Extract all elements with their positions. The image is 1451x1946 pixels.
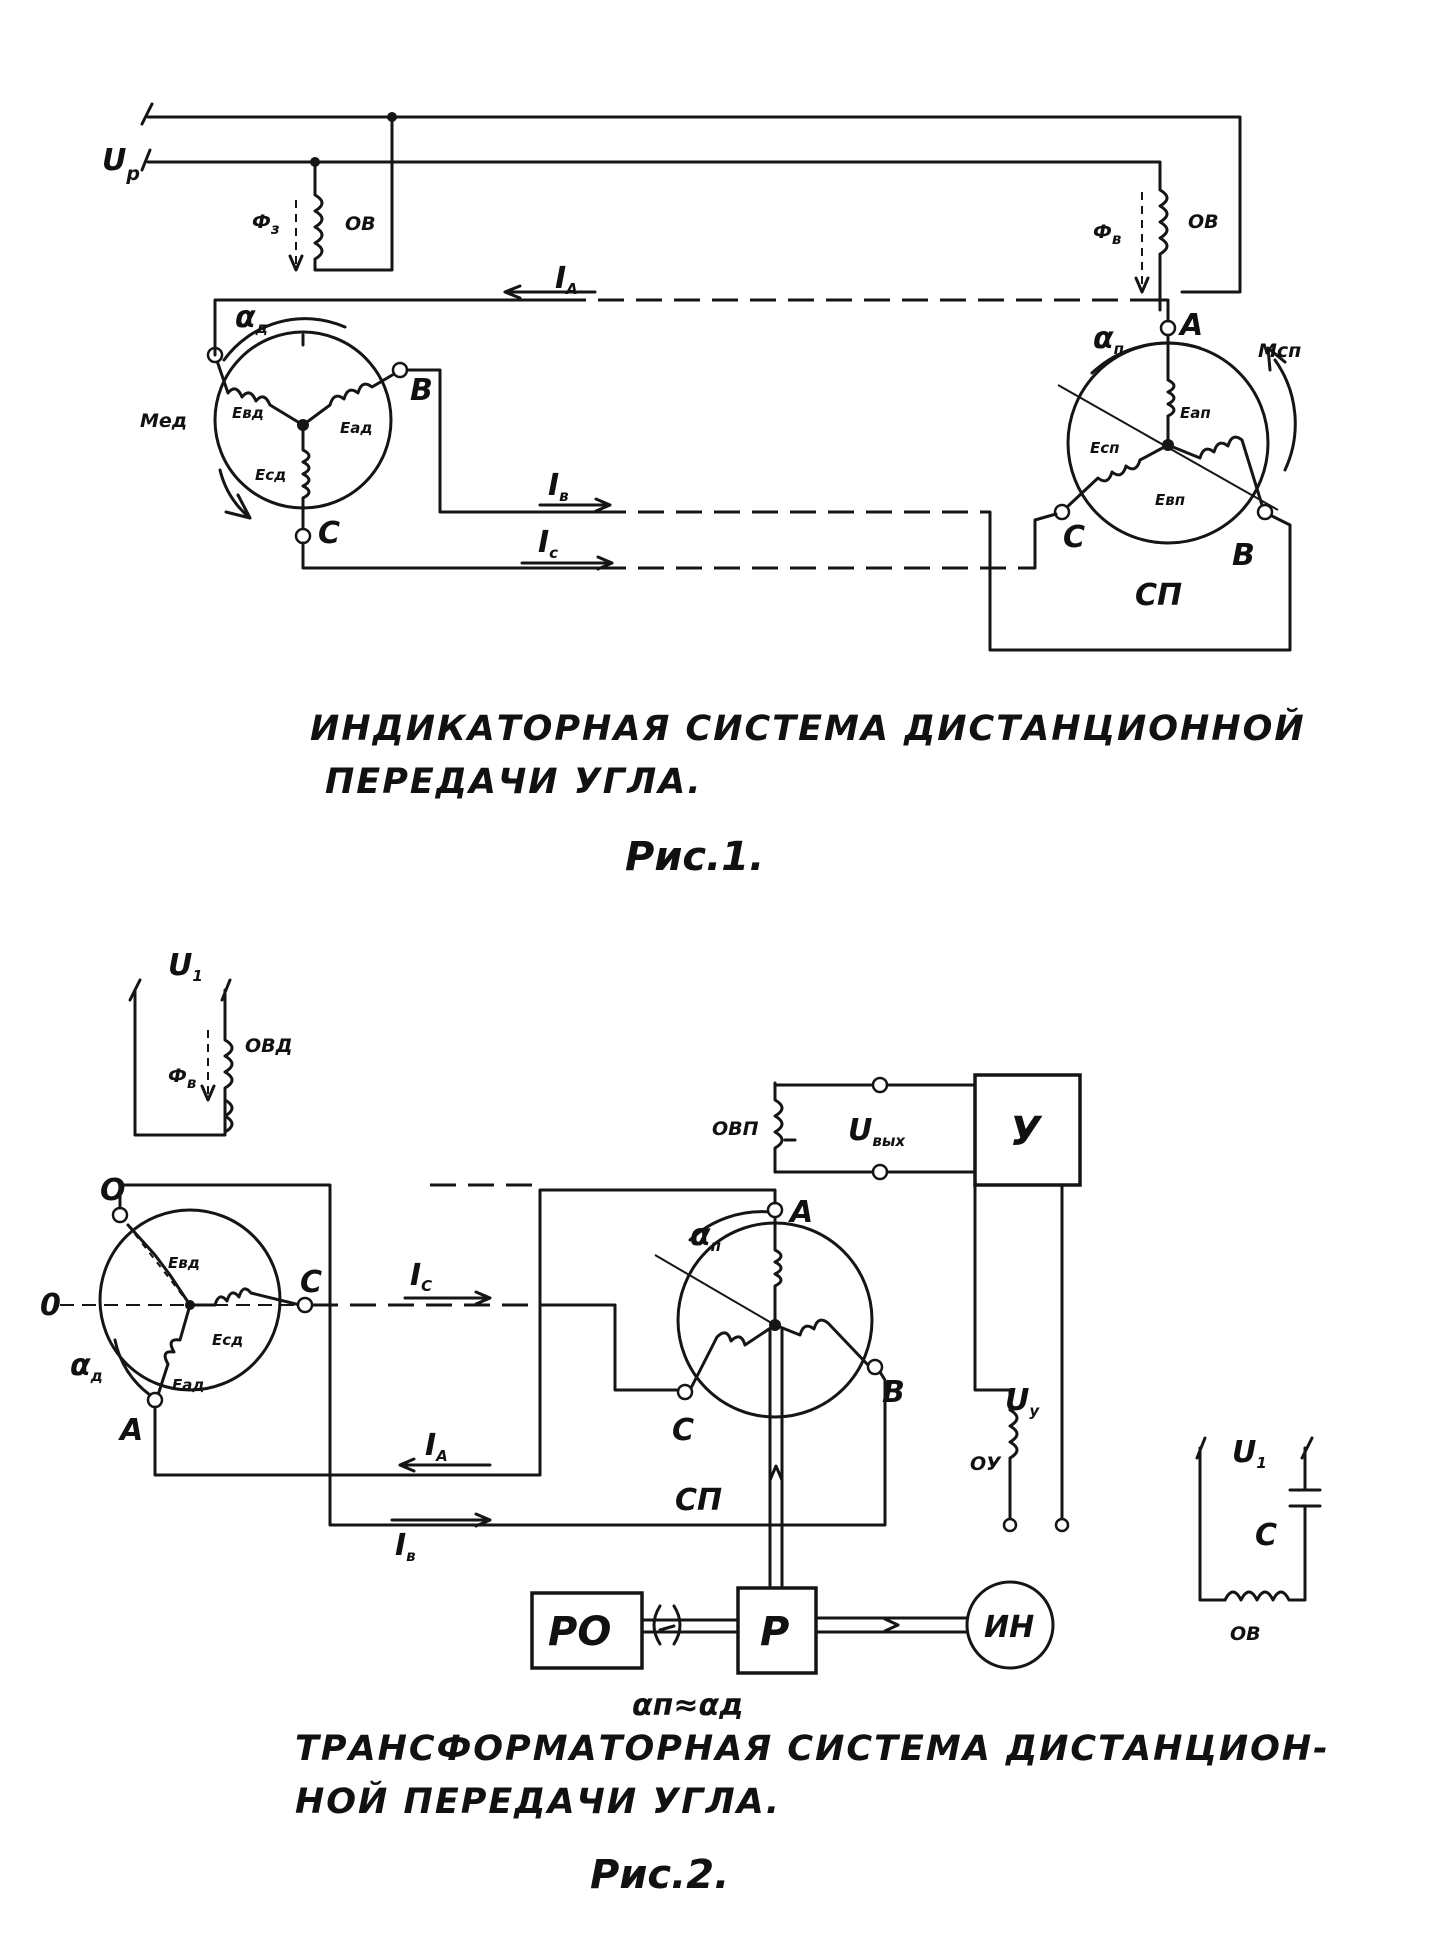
fig2-sensor-selsyn	[60, 1206, 314, 1409]
fig1-receiver-emf-a-label: Eап	[1180, 404, 1211, 422]
figure-2-transformer-system: U1 Фв ОВД О 0 αд Eвд Eсд Eад С А	[40, 948, 1330, 1898]
fig2-supply-voltage-label: U1	[168, 948, 203, 985]
fig1-sensor-term-c-label: C	[318, 516, 340, 551]
fig1-receiver-name-label: СП	[1135, 578, 1182, 613]
fig1-receiver-emf-b-label: Eвп	[1155, 491, 1185, 509]
fig2-sensor-angle-label: αд	[70, 1348, 103, 1385]
fig2-aux-winding-label: ОВ	[1230, 1623, 1261, 1645]
fig2-receiver-term-c-label: C	[672, 1413, 694, 1448]
fig2-caption-line-1: ТРАНСФОРМАТОРНАЯ СИСТЕМА ДИСТАНЦИОН-	[295, 1729, 1330, 1769]
fig1-receiver-term-c-label: C	[1063, 520, 1085, 555]
fig1-receiver-emf-c-label: Eсп	[1090, 439, 1120, 457]
fig2-sensor-term-c-label: С	[300, 1265, 322, 1300]
fig1-sensor-term-b-label: B	[410, 373, 433, 408]
fig2-receiver-angle-label: αп	[690, 1218, 721, 1255]
fig1-sensor-angle-label: αд	[235, 300, 268, 337]
fig1-caption-line-1: ИНДИКАТОРНАЯ СИСТЕМА ДИСТАНЦИОННОЙ	[310, 707, 1306, 749]
fig2-receiver-term-a-label: A	[788, 1195, 813, 1230]
fig1-connecting-lines	[213, 284, 1292, 652]
fig1-caption-line-2: ПЕРЕДАЧИ УГЛА.	[325, 762, 703, 802]
fig1-sensor-emf-c-label: Eсд	[255, 466, 286, 484]
fig1-sensor-torque-label: Mед	[140, 410, 187, 432]
fig2-aux-voltage-label: U1	[1232, 1435, 1267, 1472]
fig2-excitation-winding-label: ОВД	[245, 1035, 293, 1057]
fig2-output-winding-label: ОВП	[712, 1118, 759, 1140]
fig2-aux-excitation-circuit	[1195, 1436, 1322, 1602]
fig2-control-voltage-label: Uу	[1005, 1383, 1040, 1420]
fig1-sensor-excitation-winding	[288, 160, 324, 272]
fig2-sensor-emf-b-label: Eвд	[168, 1254, 200, 1272]
fig1-receiver-term-a-label: A	[1178, 308, 1203, 343]
fig1-receiver-term-b-label: B	[1232, 538, 1255, 573]
fig2-output-voltage-label: Uвых	[848, 1113, 906, 1150]
fig2-caption-line-2: НОЙ ПЕРЕДАЧИ УГЛА.	[295, 1780, 781, 1822]
fig2-control-winding-label: ОУ	[970, 1453, 1002, 1475]
fig2-mechanical-train	[530, 1328, 1055, 1675]
fig2-flux-label: Фв	[168, 1065, 196, 1092]
fig1-flux-right-label: Фв	[1093, 221, 1121, 248]
fig2-sensor-emf-c-label: Eсд	[212, 1331, 243, 1349]
fig1-figure-label: Рис.1.	[625, 834, 764, 880]
fig2-amplifier-label: У	[1010, 1109, 1043, 1155]
fig1-receiver-selsyn	[1053, 319, 1297, 545]
fig2-receiver-name-label: СП	[675, 1483, 722, 1518]
fig1-flux-left-label: Фз	[252, 211, 280, 238]
fig1-supply-lines	[140, 102, 1242, 294]
fig2-output-circuit	[773, 1073, 1082, 1533]
fig2-sensor-excitation-winding	[128, 978, 234, 1137]
fig2-sensor-term-a-label: А	[118, 1413, 143, 1448]
fig2-sensor-emf-a-label: Eад	[172, 1376, 204, 1394]
fig1-sensor-emf-b-label: Eвд	[232, 404, 264, 422]
fig2-receiver-term-b-label: B	[882, 1375, 905, 1410]
fig2-capacitor-label: C	[1255, 1518, 1277, 1553]
fig2-current-c-label: IС	[410, 1258, 432, 1295]
figure-1-indicator-system: Uр Фз ОВ Фв ОВ	[102, 102, 1306, 880]
fig1-winding-right-label: ОВ	[1188, 211, 1219, 233]
fig1-receiver-excitation-winding	[1134, 176, 1169, 312]
fig2-receiver-selsyn	[654, 1201, 884, 1419]
fig1-sensor-selsyn	[206, 317, 409, 545]
fig2-current-b-label: Iв	[395, 1528, 416, 1565]
fig1-winding-left-label: ОВ	[345, 213, 376, 235]
fig2-sensor-term-o-label: О	[100, 1173, 126, 1208]
fig2-motor-label: ИН	[984, 1610, 1034, 1645]
fig2-sensor-axis-label: 0	[40, 1288, 61, 1323]
fig1-sensor-emf-a-label: Eад	[340, 419, 372, 437]
fig2-controlled-object-label: РО	[548, 1609, 611, 1655]
fig2-reducer-label: Р	[760, 1609, 789, 1655]
fig1-receiver-angle-label: αп	[1093, 321, 1124, 358]
fig2-current-a-label: IА	[425, 1428, 448, 1465]
fig2-angle-relation-label: αп≈αд	[632, 1688, 743, 1723]
fig1-receiver-torque-label: Mсп	[1258, 340, 1301, 362]
fig1-current-b-label: Iв	[548, 468, 569, 505]
fig1-current-a-label: IА	[555, 261, 578, 298]
fig2-figure-label: Рис.2.	[590, 1852, 729, 1898]
fig1-current-c-label: Iс	[538, 525, 558, 562]
fig1-supply-voltage-label: Uр	[102, 143, 140, 185]
fig2-connecting-lines	[118, 1183, 887, 1528]
